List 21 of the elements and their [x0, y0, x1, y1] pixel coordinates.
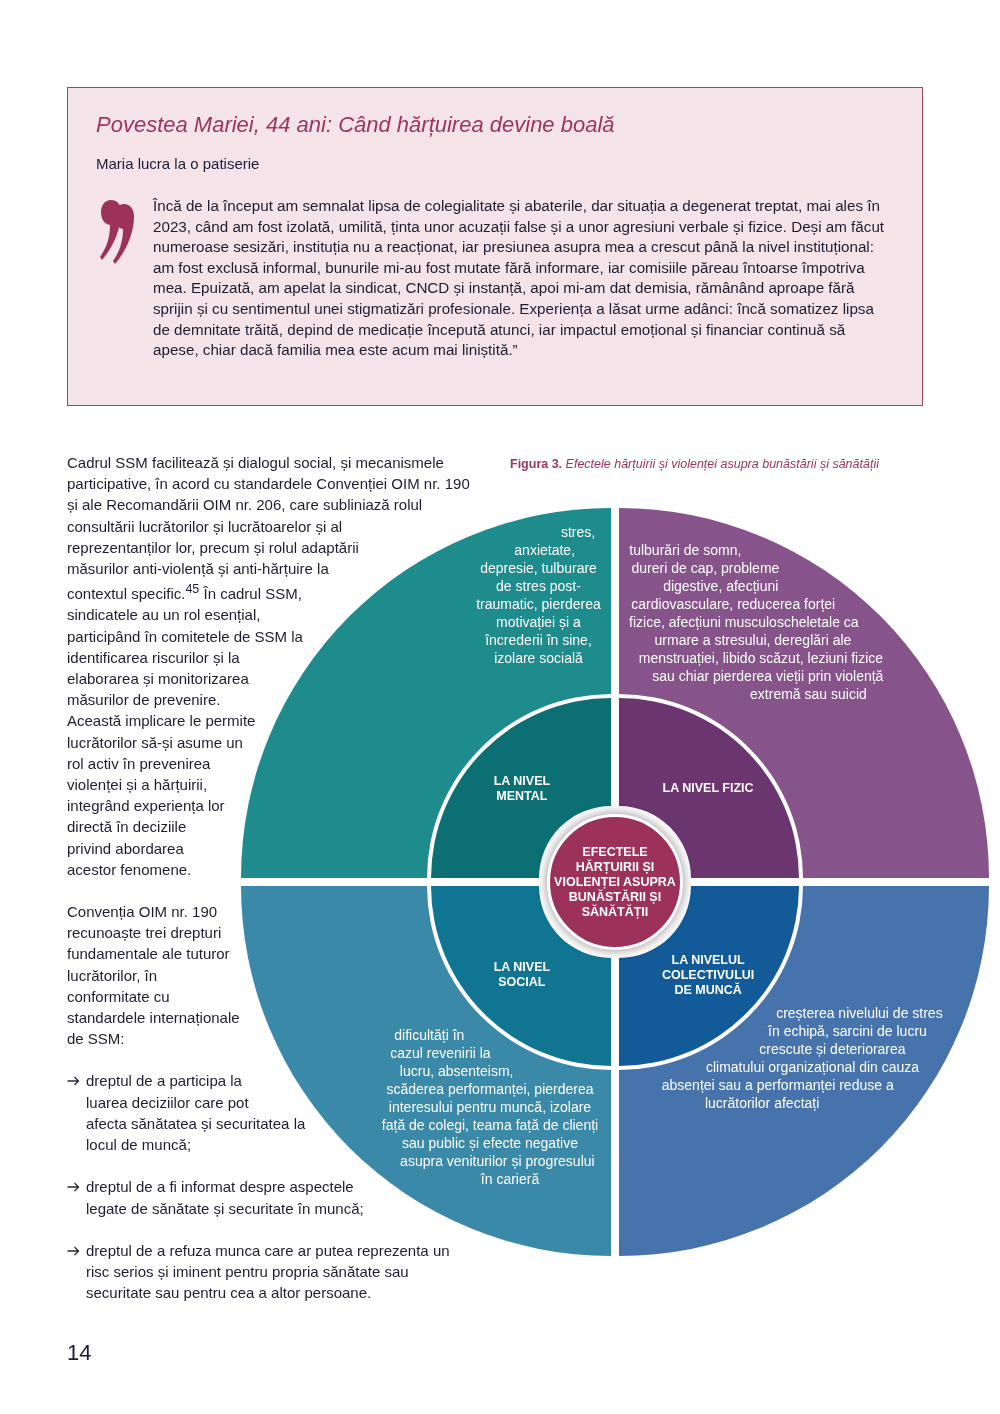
bullet-text: dreptul de a refuza munca care ar putea reprezenta un risc serios și iminent pentru propria sănătate sau securitate sau pentru cea a altor persoane.: [86, 1241, 450, 1302]
ring-label: LA NIVEL MENTAL: [492, 773, 552, 804]
center-circle: [547, 814, 683, 950]
figure-caption: Figura 3. Efectele hărțuirii și violenței asupra bunăstării și sănătății: [510, 456, 879, 472]
body-paragraph: Convenția OIM nr. 190 recunoaște trei drepturi fundamentale ale tuturor lucrătorilor, în conformitate cu standardele internaționale de SSM:: [67, 903, 240, 1048]
ring-label: LA NIVELUL COLECTIVULUI DE MUNCĂ: [660, 952, 756, 998]
center-title: EFECTELE HĂRȚUIRII ȘI VIOLENȚEI ASUPRA BUNĂSTĂRII ȘI SĂNĂTĂȚII: [553, 844, 677, 920]
bullet-text: dreptul de a fi informat despre aspectele legate de sănătate și securitate în muncă;: [86, 1178, 364, 1217]
segment-text: creșterea nivelului de stres în echipă, sarcini de lucru crescute și deteriorarea climatului organizațional din cauza absenței sau a performanței reduse a lucrătorilor afectați: [661, 1005, 943, 1111]
ring-label: LA NIVEL SOCIAL: [492, 960, 552, 991]
story-title: Povestea Mariei, 44 ani: Când hărțuirea devine boală: [96, 111, 615, 139]
segment-text: dificultăți în cazul revenirii la lucru, absenteism, scăderea performanței, pierderea interesului pentru muncă, izolare față de colegi, teama față de clienți sau public și efecte negative asupra veniturilor și progresului în carieră: [381, 1027, 599, 1187]
story-subtitle: Maria lucra la o patiserie: [96, 154, 260, 174]
segment-text: stres, anxietate, depresie, tulburare de stres post-traumatic, pierderea motivației și a încrederii în sine, izolare socială: [476, 524, 601, 666]
ring-label: LA NIVEL FIZIC: [662, 781, 754, 797]
story-box: [67, 87, 923, 406]
bullet-text: dreptul de a participa la luarea deciziilor care pot afecta sănătatea și securitatea la locul de muncă;: [86, 1072, 306, 1154]
quote-text: Încă de la început am semnalat lipsa de colegialitate și abaterile, dar situația a degenerat treptat, mai ales în 2023, când am fost izolată, umilită, ținta unor acuzații false și a unor agresiuni verbale și fizice. Deși am făcut numeroase sesizări, instituția nu a reacționat, iar presiunea asupra mea a crescut până la nivel instituțional: am fost exclusă informal, bunurile mi-au fost mutate fără informare, iar comisiile păreau întoarse împotriva mea. Epuizată, am apelat la sindicat, CNCD și instanță, apoi mi-am dat demisia, rămânând aproape fără sprijin și cu sentimentul unei stigmatizări profesionale. Experiența a lăsat urme adânci: încă somatizez lipsa de demnitate trăită, depind de medicație începută atunci, iar impactul emoțional și financiar continuă să apese, chiar dacă familia mea este acum mai liniștită.”: [153, 196, 886, 361]
body-paragraph: Cadrul SSM facilitează și dialogul social, și mecanismele participative, în acord cu standardele Convenției OIM nr. 190 și ale Recomandării OIM nr. 206, care subliniază rolul consultării lucrătorilor și lucrătoarelor și al reprezentanților lor, precum și rolul adaptării măsurilor anti-violență și anti-hărțuire la contextul specific.$^{45}$ În cadrul SSM, sindicatele au un rol esențial, participând în comitetele de SSM la identificarea riscurilor și la elaborarea și monitorizarea măsurilor de prevenire. Această implicare le permite lucrătorilor să-și asume un rol activ în prevenirea violenței și a hărțuirii, integrând experiența lor directă în deciziile privind abordarea acestor fenomene.: [67, 454, 470, 878]
page-number: 14: [67, 1340, 92, 1366]
segment-text: tulburări de somn, dureri de cap, probleme digestive, afecțiuni cardiovasculare, reducerea forței fizice, afecțiuni musculoscheletale ca urmare a stresului, dereglări ale menstruației, libido scăzut, leziuni fizice sau chiar pierderea vieții prin violență extremă sau suicid: [629, 542, 884, 702]
